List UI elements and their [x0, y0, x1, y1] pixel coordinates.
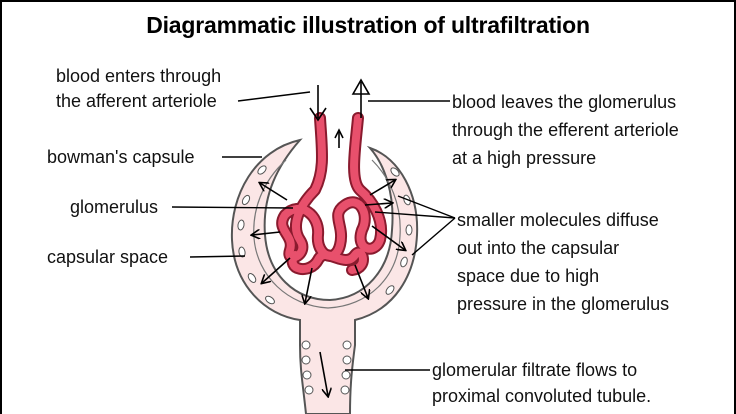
- label-diffuse-line1: smaller molecules diffuse: [457, 208, 659, 232]
- label-diffuse-line3: space due to high: [457, 264, 599, 288]
- label-glomerulus: glomerulus: [70, 195, 158, 219]
- label-diffuse-line4: pressure in the glomerulus: [457, 292, 669, 316]
- label-efferent-line1: blood leaves the glomerulus: [452, 90, 676, 114]
- label-capsular-space: capsular space: [47, 245, 168, 269]
- label-filtrate-line1: glomerular filtrate flows to: [432, 358, 637, 382]
- label-bowmans-capsule: bowman's capsule: [47, 145, 195, 169]
- label-afferent-line2: the afferent arteriole: [56, 89, 217, 113]
- label-diffuse-line2: out into the capsular: [457, 236, 619, 260]
- label-filtrate-line2: proximal convoluted tubule.: [432, 384, 651, 408]
- label-afferent-line1: blood enters through: [56, 64, 221, 88]
- label-efferent-line3: at a high pressure: [452, 146, 596, 170]
- label-efferent-line2: through the efferent arteriole: [452, 118, 679, 142]
